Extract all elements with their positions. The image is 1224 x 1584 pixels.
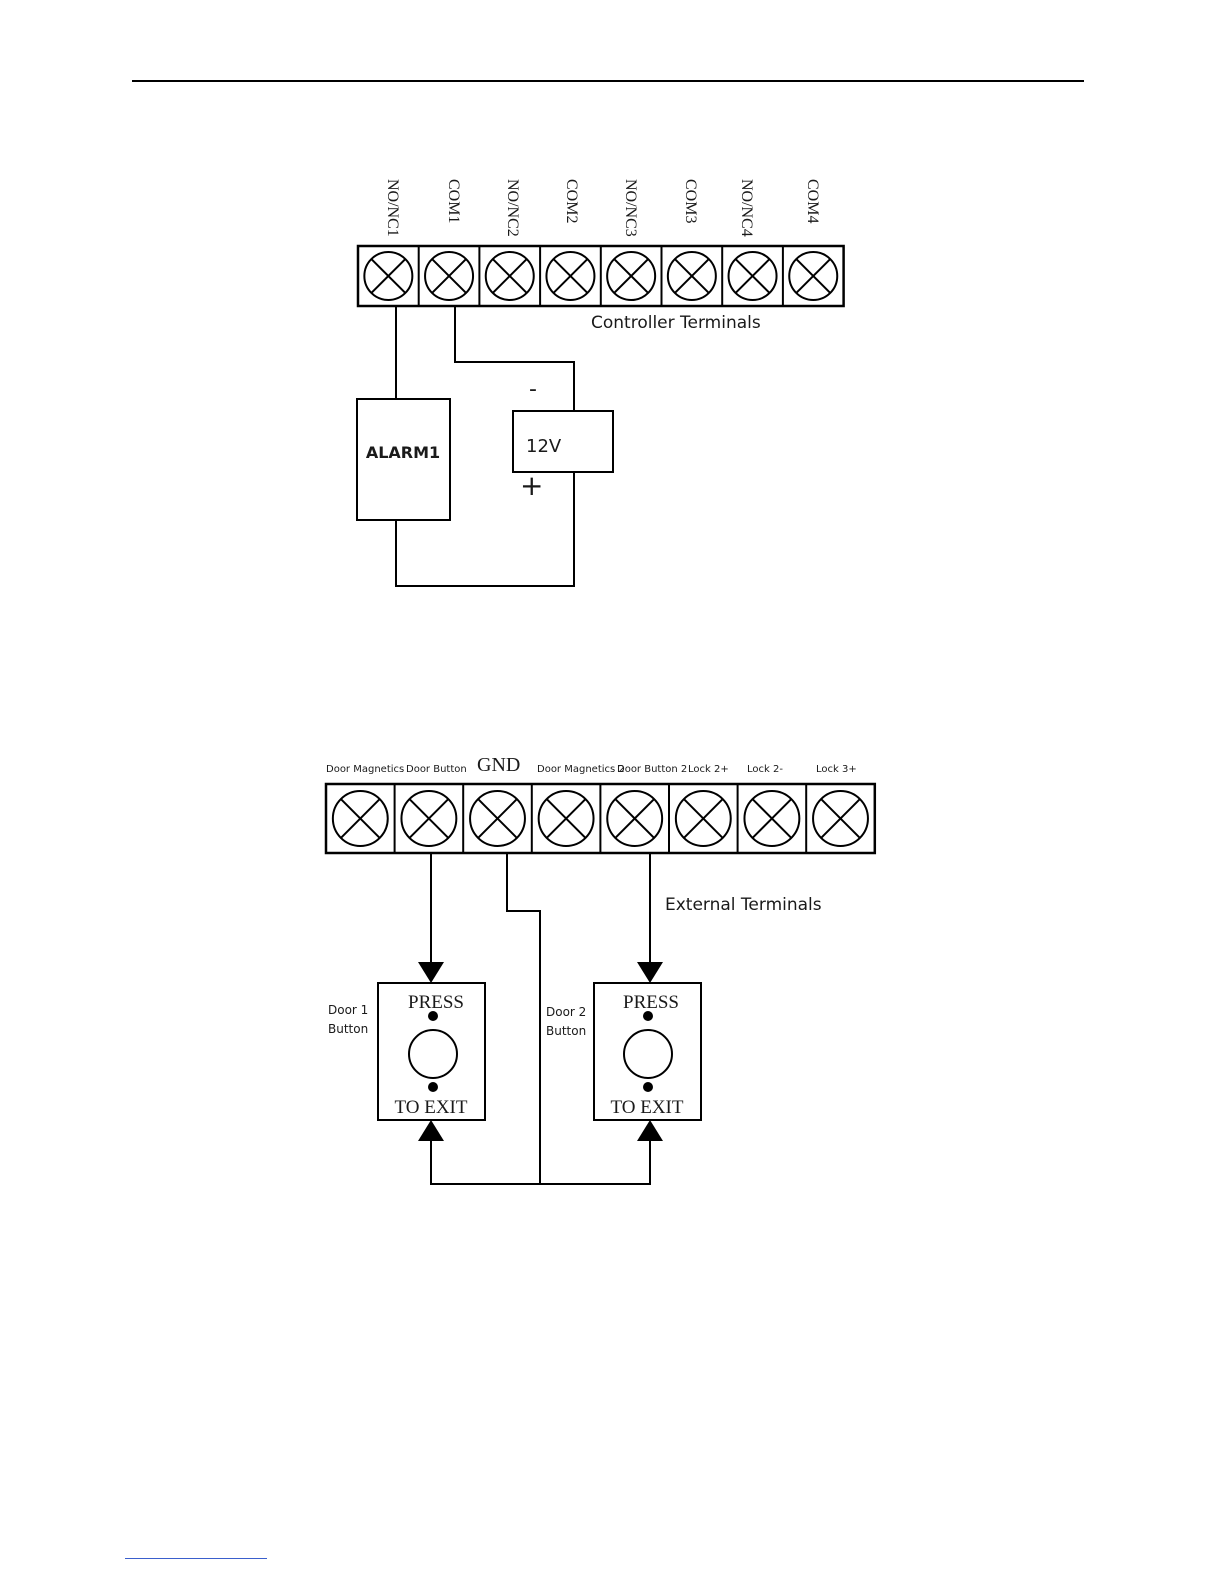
door1-exit-button: PRESS TO EXIT xyxy=(378,983,485,1120)
controller-terminal-label: NO/NC3 xyxy=(622,179,639,237)
door2-label-line1: Door 2 xyxy=(546,1005,586,1019)
controller-terminal-label: COM1 xyxy=(445,179,462,223)
controller-terminal-strip xyxy=(358,246,844,306)
external-terminal-label: Lock 3+ xyxy=(816,764,857,775)
door1-label-line1: Door 1 xyxy=(328,1003,368,1017)
door1-press-text: PRESS xyxy=(408,992,464,1013)
door2-bottom-dot xyxy=(643,1082,653,1092)
controller-terminals-label: Controller Terminals xyxy=(591,313,761,333)
supply-plus-sign: + xyxy=(520,469,543,502)
external-terminals-label: External Terminals xyxy=(665,895,822,915)
door1-label-line2: Button xyxy=(328,1022,368,1036)
external-terminal-label: Door Button 2 xyxy=(617,764,687,775)
arrow-down-door2 xyxy=(637,962,663,983)
controller-wiring-diagram: NO/NC1 COM1 NO/NC2 COM2 NO/NC3 COM3 NO/NC4 COM4… xyxy=(357,179,844,586)
alarm-label: ALARM1 xyxy=(366,443,440,462)
door2-to-exit-text: TO EXIT xyxy=(611,1097,684,1118)
wire-com1-to-supply-minus xyxy=(455,306,574,411)
controller-terminal-labels: NO/NC1 COM1 NO/NC2 COM2 NO/NC3 COM3 NO/NC4 COM4 xyxy=(384,179,821,237)
door2-label-line2: Button xyxy=(546,1024,586,1038)
controller-terminal-label: COM3 xyxy=(682,179,699,223)
external-terminal-label: Door Magnetics 2 xyxy=(537,764,625,775)
controller-terminal-label: NO/NC2 xyxy=(504,179,521,237)
external-terminal-label: Lock 2+ xyxy=(688,764,729,775)
footer-rule xyxy=(125,1558,267,1559)
external-terminal-label: Lock 2- xyxy=(747,764,783,775)
door1-to-exit-text: TO EXIT xyxy=(395,1097,468,1118)
arrow-up-door1 xyxy=(418,1120,444,1141)
door2-press-text: PRESS xyxy=(623,992,679,1013)
door2-top-dot xyxy=(643,1011,653,1021)
arrow-down-door1 xyxy=(418,962,444,983)
controller-terminal-label: COM4 xyxy=(804,179,821,223)
door1-top-dot xyxy=(428,1011,438,1021)
wire-gnd-common xyxy=(507,853,540,1184)
external-terminal-label: Door Magnetics xyxy=(326,764,404,775)
supply-minus-sign: - xyxy=(529,377,537,402)
arrow-up-door2 xyxy=(637,1120,663,1141)
controller-terminal-label: NO/NC4 xyxy=(738,179,755,237)
controller-terminal-label: COM2 xyxy=(563,179,580,223)
door2-push-button xyxy=(624,1030,672,1078)
door2-exit-button: PRESS TO EXIT xyxy=(594,983,701,1120)
external-terminal-label: Door Button xyxy=(406,764,467,775)
external-terminal-label: GND xyxy=(477,754,520,776)
door1-push-button xyxy=(409,1030,457,1078)
external-terminal-strip xyxy=(326,784,875,853)
door1-bottom-dot xyxy=(428,1082,438,1092)
power-supply-label: 12V xyxy=(526,436,562,457)
controller-terminal-label: NO/NC1 xyxy=(384,179,401,237)
